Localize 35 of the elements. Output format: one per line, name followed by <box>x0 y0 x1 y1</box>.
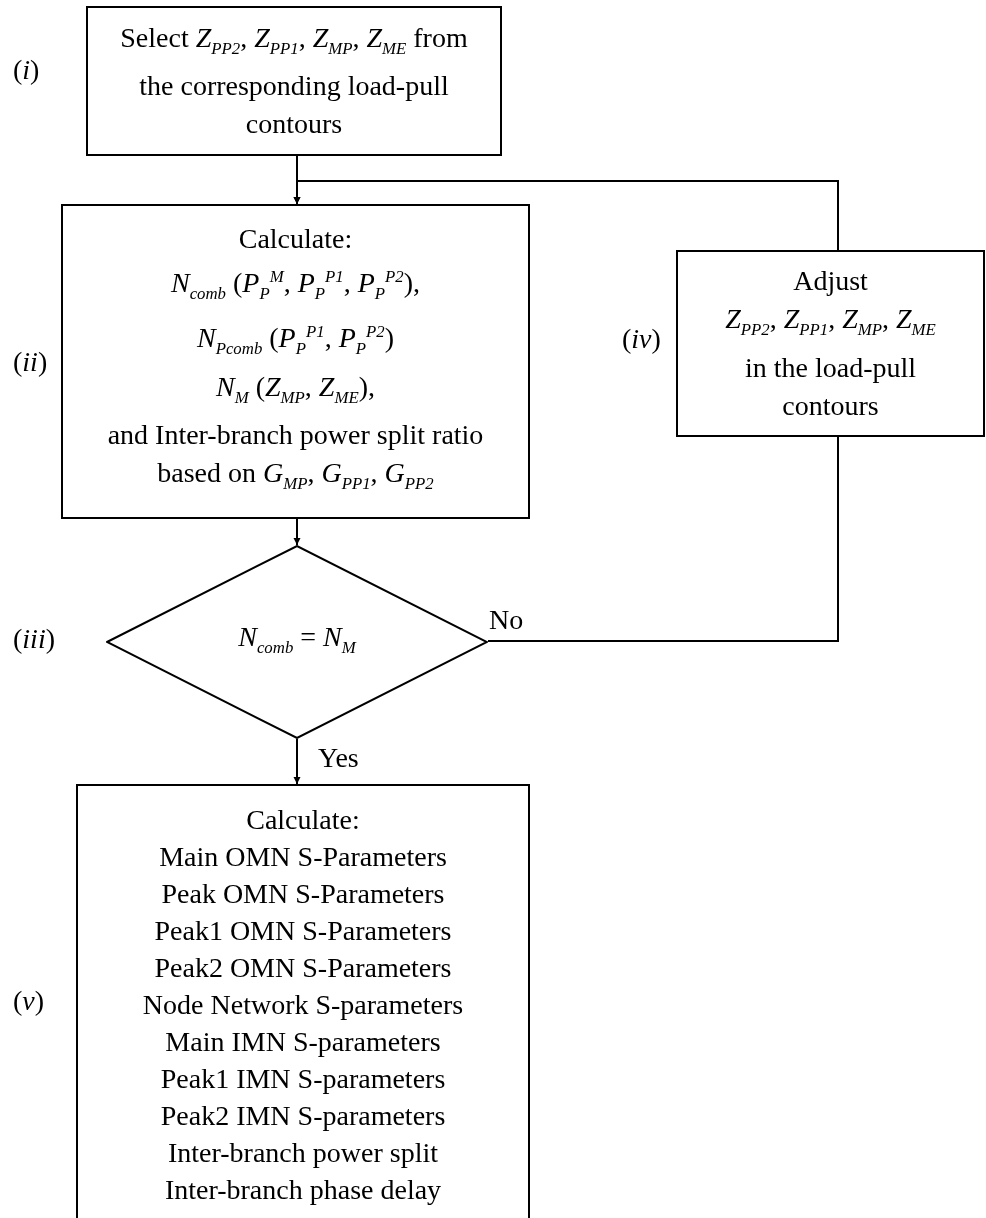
decision-diamond <box>106 545 488 739</box>
process-box <box>676 250 985 437</box>
step-label: (iv) <box>622 322 661 356</box>
box-text: Peak OMN S-Parameters <box>161 876 445 911</box>
arrow <box>293 518 301 546</box>
box-heading: Calculate: <box>246 802 360 837</box>
step-label: (ii) <box>13 345 48 379</box>
box-text: N$_{Pcomb}$ (P$_{P}$$^{P1}$, P$_{P}$$^{P2}$) <box>197 320 394 360</box>
arrow <box>293 180 839 251</box>
box-text: N$_{M}$ (Z$_{MP}$, Z$_{ME}$), <box>216 369 375 409</box>
box-text: Peak1 OMN S-Parameters <box>154 913 452 948</box>
box-text: Main OMN S-Parameters <box>159 839 447 874</box>
box-text: Peak2 OMN S-Parameters <box>154 950 452 985</box>
box-heading: Adjust <box>793 264 868 299</box>
box-text: Select Z$_{PP2}$, Z$_{PP1}$, Z$_{MP}$, Z$_{ME}$ from the corresponding load-pull contours <box>119 20 469 142</box>
box-text: Node Network S-parameters <box>142 987 464 1022</box>
box-text: Peak2 IMN S-parameters <box>160 1098 446 1133</box>
step-label: (v) <box>13 984 45 1018</box>
box-text: and Inter-branch power split ratio based on G$_{MP}$, G$_{PP1}$, G$_{PP2}$ <box>106 418 485 495</box>
step-label: (i) <box>13 53 40 87</box>
box-text: Peak1 IMN S-parameters <box>160 1061 446 1096</box>
process-box <box>86 6 502 156</box>
box-text: Inter-branch power split <box>168 1135 438 1170</box>
box-text: Main IMN S-parameters <box>165 1024 441 1059</box>
box-heading: Calculate: <box>238 222 353 256</box>
box-text: in the load-pull contours <box>743 350 918 423</box>
step-label: (iii) <box>13 622 55 656</box>
process-box <box>61 204 530 519</box>
process-box <box>76 784 530 1218</box>
arrow <box>293 738 301 785</box>
box-text: N$_{comb}$ (P$_{P}$$^{M}$, P$_{P}$$^{P1}$, P$_{P}$$^{P2}$), <box>170 266 421 305</box>
box-text: Z$_{PP2}$, Z$_{PP1}$, Z$_{MP}$, Z$_{ME}$ <box>725 302 936 341</box>
box-text: N$_{comb}$ = N$_{M}$ <box>238 619 356 659</box>
box-text: Inter-branch phase delay <box>164 1172 442 1207</box>
connector-line <box>487 436 839 642</box>
